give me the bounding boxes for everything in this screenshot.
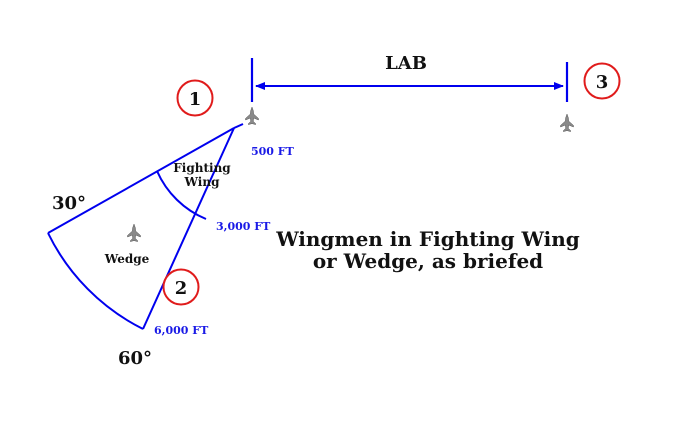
lead-aircraft-icon — [245, 106, 259, 125]
fighting-wing-label-line1: Fighting — [173, 161, 231, 175]
sector-outer-arc — [47, 232, 144, 330]
fighting-wing-label-line2: Wing — [184, 175, 221, 189]
marker-3-label: 3 — [596, 72, 609, 93]
formation-sector — [47, 123, 244, 330]
sector-right-edge — [142, 127, 235, 330]
distance-3000: 3,000 FT — [216, 220, 271, 233]
sector-top-edge — [47, 127, 235, 234]
angle-60-label: 60° — [118, 348, 152, 369]
title-line-2: or Wedge, as briefed — [313, 249, 543, 273]
lab-label: LAB — [385, 53, 427, 74]
angle-30-label: 30° — [52, 193, 86, 214]
marker-2-circle — [162, 268, 200, 306]
element-aircraft-icon — [560, 113, 574, 132]
marker-1-label: 1 — [189, 89, 202, 110]
distance-6000: 6,000 FT — [154, 324, 209, 337]
wedge-label: Wedge — [104, 252, 150, 266]
lead-tick — [233, 123, 244, 129]
marker-3-circle — [583, 62, 621, 100]
title-line-1: Wingmen in Fighting Wing — [275, 227, 580, 251]
marker-2-label: 2 — [175, 278, 188, 299]
fighting-wing-arc — [156, 170, 207, 220]
distance-500: 500 FT — [251, 145, 295, 158]
wingman-aircraft-icon — [127, 223, 141, 242]
marker-1-circle — [176, 79, 214, 117]
